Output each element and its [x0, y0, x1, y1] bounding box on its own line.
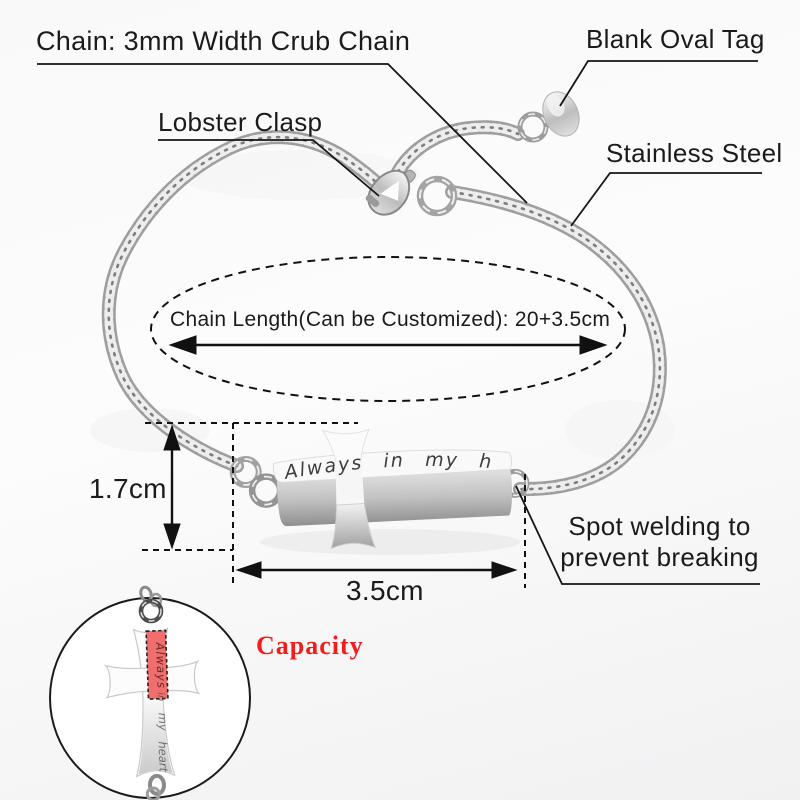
- spot-welding-line2: prevent breaking: [560, 542, 759, 572]
- chain-length-arrow: [168, 335, 608, 355]
- callout-weld-line: [515, 485, 760, 585]
- pendant-arm-bottom: [330, 503, 377, 550]
- blank-oval-tag-label: Blank Oval Tag: [586, 24, 765, 54]
- blank-oval-tag-shape: [517, 91, 580, 143]
- pendant-bar-front: [276, 467, 513, 527]
- spot-welding-label: Spot welding to prevent breaking: [552, 511, 767, 573]
- pendant-height-label: 1.7cm: [89, 473, 167, 504]
- callout-clasp-line: [158, 139, 380, 197]
- inset-engraving-my: my: [155, 712, 170, 731]
- capacity-label: Capacity: [256, 631, 364, 660]
- capacity-cavity: [145, 629, 169, 700]
- clasp-jump-ring: [416, 175, 458, 217]
- callout-tag-line: [559, 60, 758, 107]
- inset-engraving-heart: heart: [155, 741, 170, 773]
- pendant-arm-top: [321, 428, 370, 465]
- lobster-clasp-shape: [365, 169, 416, 216]
- stainless-steel-label: Stainless Steel: [606, 138, 783, 168]
- inset-engraving-in: in: [155, 692, 166, 702]
- pendant-width-label: 3.5cm: [346, 575, 424, 606]
- chain-length-label: Chain Length(Can be Customized): 20+3.5c…: [170, 308, 611, 331]
- pendant-engraving: Always in my heart: [0, 0, 495, 490]
- chain-spec-label: Chain: 3mm Width Crub Chain: [36, 26, 411, 56]
- pendant-arm-mid: [335, 459, 365, 508]
- callout-lines: [37, 60, 762, 585]
- capacity-inset: Always in my heart: [49, 585, 251, 800]
- callout-chain-line: [37, 63, 528, 204]
- inset-engraving-always: Always: [153, 641, 169, 689]
- inset-cross: Always in my heart: [103, 627, 201, 800]
- inset-chain-links: [138, 585, 164, 624]
- cross-pendant: Always in my heart: [0, 0, 530, 550]
- width-measure: [232, 423, 526, 588]
- chain-length-ellipse: [150, 256, 626, 402]
- spot-welding-line1: Spot welding to: [568, 511, 751, 541]
- lobster-clasp-label: Lobster Clasp: [158, 107, 323, 137]
- height-measure: [142, 422, 358, 551]
- callout-steel-line: [570, 172, 762, 227]
